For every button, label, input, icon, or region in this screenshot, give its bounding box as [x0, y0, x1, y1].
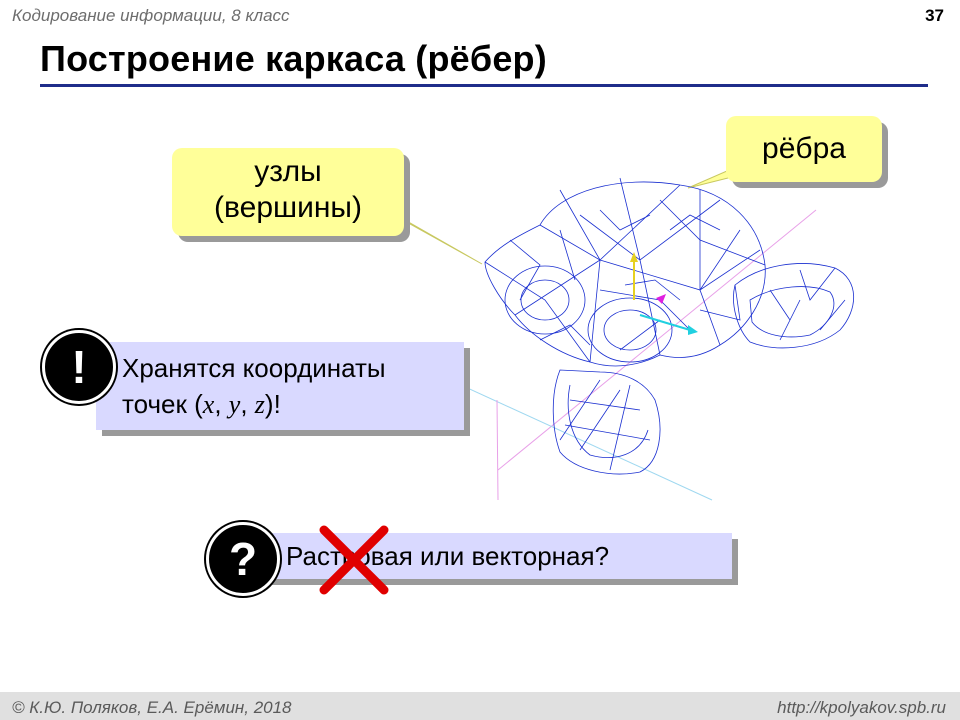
- exclamation-icon: !: [42, 330, 116, 404]
- var-x: x: [202, 390, 215, 419]
- coordinates-suffix: )!: [264, 389, 281, 419]
- coordinates-prefix: точек (: [122, 389, 203, 419]
- nodes-label: узлы: [254, 155, 322, 188]
- question-icon: ?: [206, 522, 280, 596]
- slide-title: Построение каркаса (рёбер): [40, 38, 547, 79]
- separator-2: ,: [240, 389, 255, 419]
- coordinates-line2: точек (x, y, z)!: [122, 386, 464, 423]
- edges-callout: рёбра: [726, 116, 882, 182]
- separator-1: ,: [214, 389, 229, 419]
- footer-url[interactable]: http://kpolyakov.spb.ru: [777, 698, 946, 717]
- cross-icon: [319, 525, 389, 595]
- course-name: Кодирование информации, 8 класс: [12, 6, 290, 25]
- coordinates-line1: Хранятся координаты: [122, 353, 386, 383]
- vertices-label: (вершины): [214, 191, 362, 224]
- var-y: y: [228, 390, 241, 419]
- footer-authors: © К.Ю. Поляков, Е.А. Ерёмин, 2018: [12, 698, 292, 717]
- slide-number: 37: [925, 6, 944, 25]
- nodes-callout: узлы (вершины): [172, 148, 404, 236]
- title-underline: [40, 84, 928, 87]
- footer: © К.Ю. Поляков, Е.А. Ерёмин, 2018 http:/…: [0, 692, 960, 720]
- var-z: z: [254, 390, 265, 419]
- coordinates-note: Хранятся координаты точек (x, y, z)!: [96, 342, 464, 430]
